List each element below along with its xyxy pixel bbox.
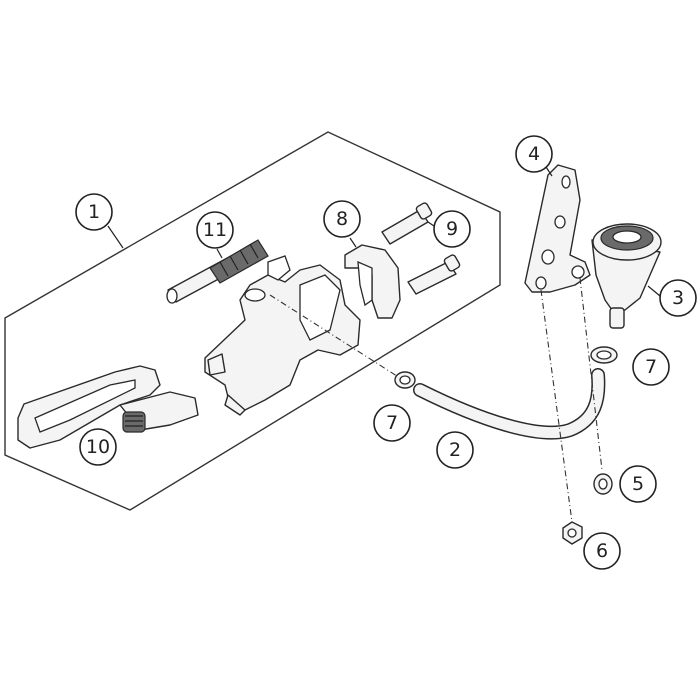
svg-text:4: 4	[528, 143, 540, 165]
callout-7-right: 7	[632, 348, 670, 386]
lever-part-10	[17, 365, 199, 449]
callout-6: 6	[583, 532, 621, 570]
assembly-1-frame	[4, 131, 501, 511]
callout-3: 3	[659, 279, 697, 317]
svg-text:1: 1	[88, 201, 100, 223]
svg-text:11: 11	[203, 219, 227, 241]
clamp-part-8	[344, 244, 401, 319]
master-cylinder-body	[204, 255, 361, 416]
callout-1: 1	[75, 193, 113, 231]
svg-text:5: 5	[632, 473, 644, 495]
hose-clamp-part-7-left	[394, 371, 416, 389]
axis-line-5	[579, 277, 603, 471]
svg-text:7: 7	[386, 412, 398, 434]
svg-text:8: 8	[336, 208, 348, 230]
svg-text:3: 3	[672, 287, 684, 309]
callout-4: 4	[515, 135, 553, 173]
hose-part-2	[413, 368, 606, 440]
hose-clamp-part-7-right	[590, 346, 618, 364]
washer-part-5	[593, 473, 613, 495]
axis-line-6	[540, 289, 573, 523]
bracket-part-4	[524, 164, 591, 293]
leader-3	[647, 285, 661, 297]
callout-8: 8	[323, 200, 361, 238]
leader-11	[216, 248, 223, 259]
reservoir-part-3	[591, 223, 662, 329]
svg-text:9: 9	[446, 218, 458, 240]
leader-8	[349, 237, 357, 248]
callout-2: 2	[436, 431, 474, 469]
callout-11: 11	[196, 211, 234, 249]
svg-text:2: 2	[449, 439, 461, 461]
svg-text:7: 7	[645, 356, 657, 378]
nut-part-6	[562, 521, 583, 545]
callout-7-left: 7	[373, 404, 411, 442]
callout-9: 9	[433, 210, 471, 248]
callout-5: 5	[619, 465, 657, 503]
svg-text:10: 10	[86, 436, 110, 458]
leader-1	[107, 225, 124, 249]
svg-text:6: 6	[596, 540, 608, 562]
callout-10: 10	[79, 428, 117, 466]
piston-part-11	[166, 239, 269, 304]
